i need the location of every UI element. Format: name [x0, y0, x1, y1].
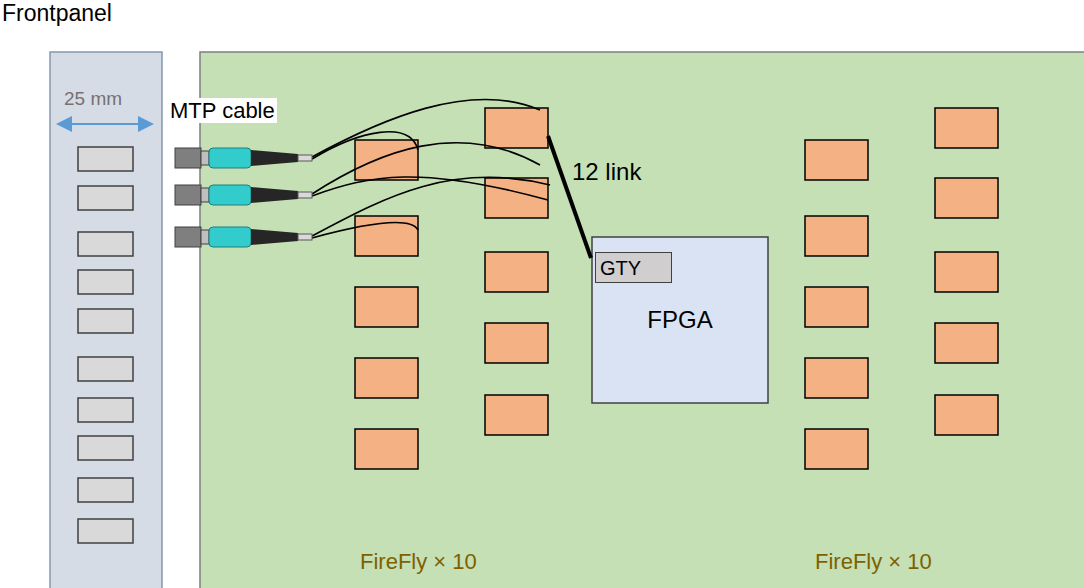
link-label: 12 link — [570, 158, 643, 186]
fibre-cables — [312, 99, 550, 238]
module-count: FireFly × 10 — [360, 549, 477, 574]
cable-label: MTP cable — [168, 98, 277, 123]
panel-heading: Frontpanel — [2, 0, 112, 26]
node-text: FPGA — [647, 307, 712, 333]
fpga-chip: FPGA GTY — [592, 237, 768, 403]
firefly-modules — [355, 108, 998, 469]
panel-slots — [78, 147, 133, 543]
mtp-connectors — [175, 148, 312, 247]
node-text: GTY — [600, 257, 641, 279]
fpga-body — [592, 237, 768, 403]
dimension-arrow — [58, 123, 152, 125]
circuit-board — [200, 52, 1084, 588]
transceiver-block: GTY — [595, 252, 672, 283]
front-panel — [50, 52, 162, 588]
link-bundle — [548, 136, 591, 258]
module-count: FireFly × 10 — [815, 549, 932, 574]
dimension-label: 25 mm — [64, 88, 122, 110]
